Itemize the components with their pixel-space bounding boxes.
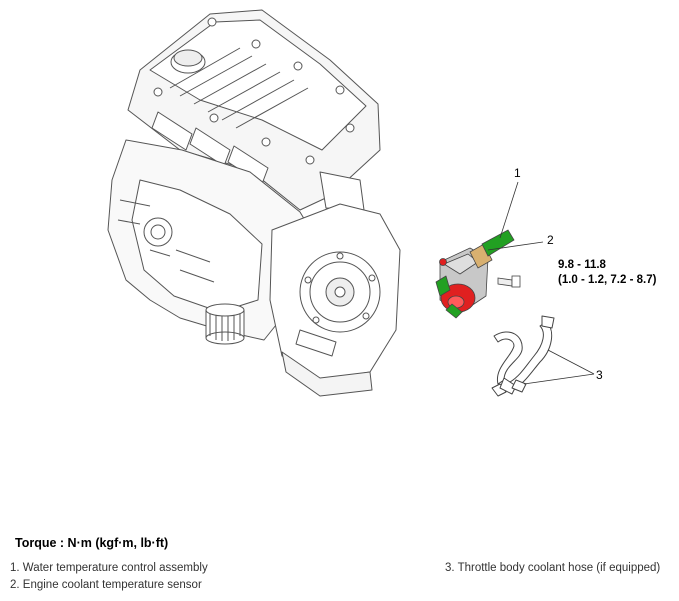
torque-spec-kgf-lbft: (1.0 - 1.2, 7.2 - 8.7)	[558, 274, 657, 286]
callout-3: 3	[596, 368, 603, 382]
legend-item-1: 1. Water temperature control assembly	[10, 562, 208, 574]
leader-lines	[487, 181, 595, 385]
coolant-temperature-sensor	[469, 229, 515, 269]
throttle-body-coolant-hoses	[491, 315, 555, 397]
callout-1: 1	[514, 166, 521, 180]
legend-item-3: 3. Throttle body coolant hose (if equipp…	[445, 562, 661, 574]
exploded-view-diagram	[107, 9, 595, 397]
torque-spec-nm: 9.8 - 11.8	[558, 259, 606, 271]
callout-2: 2	[547, 233, 554, 247]
legend-item-2: 2. Engine coolant temperature sensor	[10, 579, 202, 591]
mounting-bolt	[497, 275, 521, 288]
torque-spec-value: 9.8 - 11.8 (1.0 - 1.2, 7.2 - 8.7)	[558, 258, 656, 288]
engine-block-illustration	[107, 9, 401, 397]
torque-units-title: Torque : N·m (kgf·m, lb·ft)	[15, 536, 169, 550]
